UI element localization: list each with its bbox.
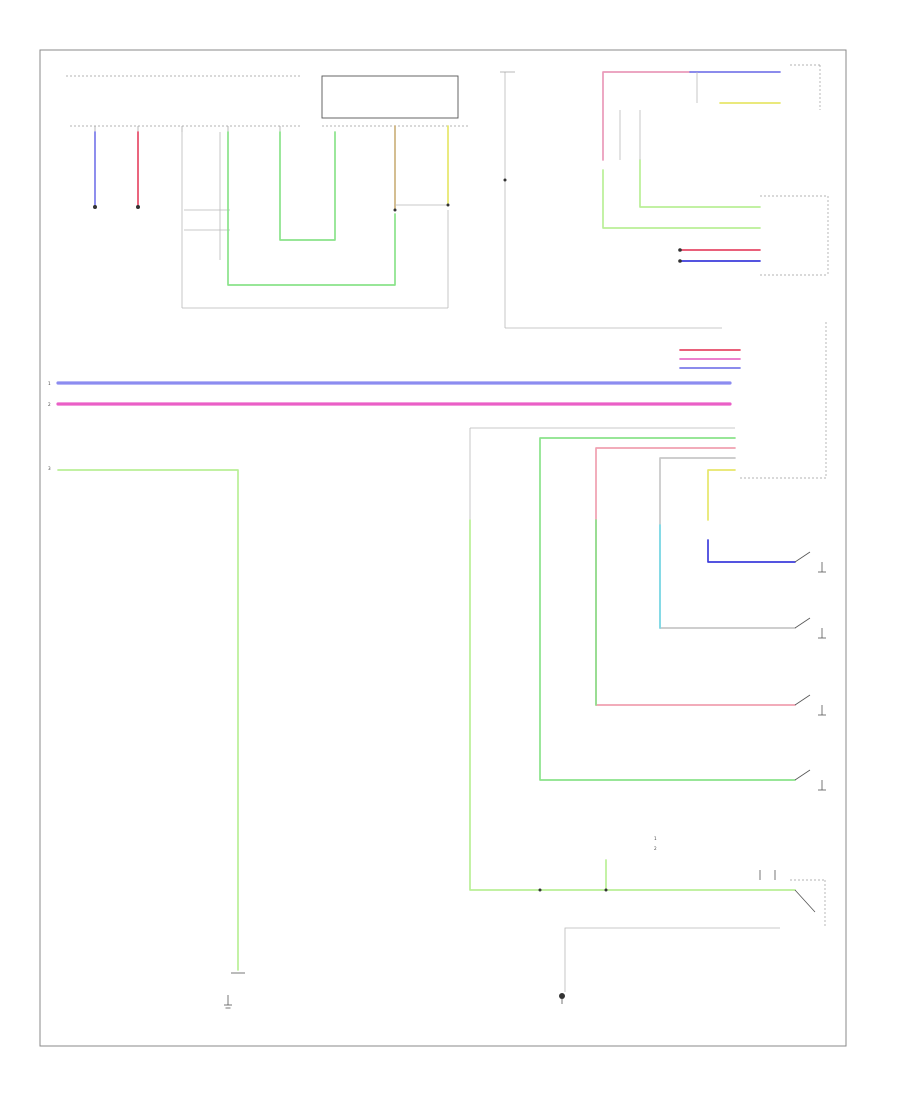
bus-label-2: 2: [48, 402, 51, 407]
legend-item-1: 1: [654, 836, 657, 841]
wire-darkblue-door-lf: [707, 539, 796, 563]
pin-blue-right: [678, 259, 682, 263]
connector-pin-blue: [93, 205, 97, 209]
wire-yellow-door-lf: [707, 469, 736, 521]
door-switch-rf: [794, 769, 826, 791]
bus-label-1: 1: [48, 381, 51, 386]
wire-lightgreen-long: [57, 469, 239, 971]
junction-dot-4: [604, 888, 608, 892]
wire-green-u: [279, 131, 336, 241]
junction-dot-3: [503, 178, 507, 182]
wire-grey-door-lr: [659, 457, 796, 629]
wire-pink-door-rr: [595, 447, 796, 706]
bus-label-3: 3: [48, 466, 51, 471]
connector-pin-red: [136, 205, 140, 209]
legend-item-2: 2: [654, 846, 657, 851]
junction-dot-1: [393, 208, 397, 212]
ground-bottom-center: [559, 993, 565, 1004]
junction-dot-2: [446, 203, 450, 207]
module-box-top: [321, 75, 459, 119]
wire-lightgreen-b: [639, 159, 761, 208]
wire-lightgreen-backdoor: [469, 519, 796, 891]
wire-grey-ground: [564, 927, 780, 992]
junction-block-group: [66, 75, 300, 132]
wire-green-loop: [227, 131, 396, 286]
wire-green-door-rf: [539, 437, 796, 781]
back-door-switch: [759, 870, 826, 928]
door-switch-rr: [794, 694, 826, 716]
wire-lightgreen-a: [602, 169, 761, 229]
junction-dot-5: [538, 888, 542, 892]
pin-red-right: [678, 248, 682, 252]
diagram-frame: [39, 49, 847, 1047]
door-switch-lr: [794, 617, 826, 639]
door-switch-lf: [794, 551, 826, 573]
wire-pink-top: [602, 71, 691, 161]
